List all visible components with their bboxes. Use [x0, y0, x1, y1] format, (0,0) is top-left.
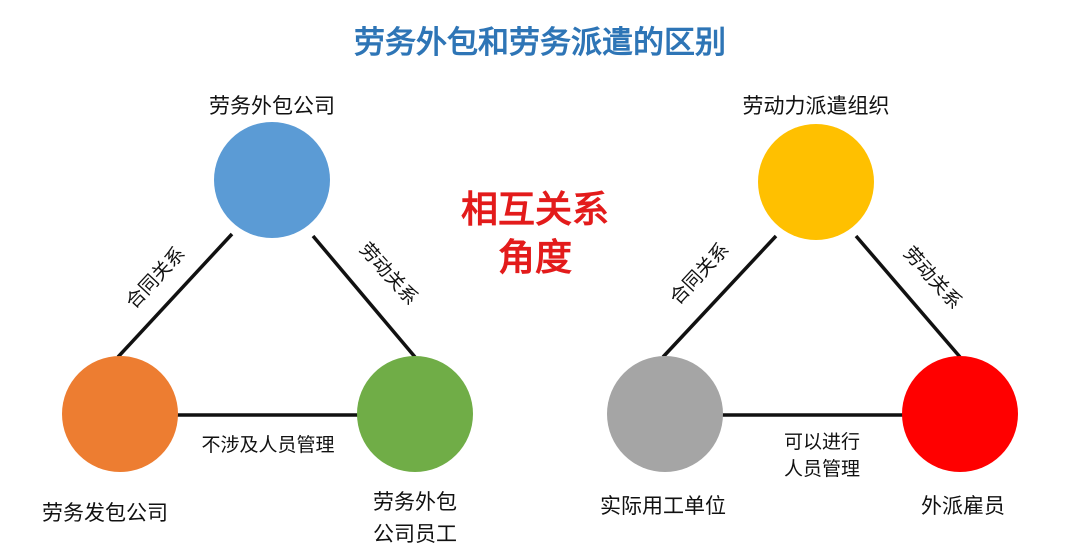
edge-label-right: 劳动关系 [899, 242, 966, 313]
node-employer-unit [607, 356, 723, 472]
edge-line-left [116, 232, 234, 359]
left-node-label: 劳务发包公司 [42, 501, 168, 525]
diagram-title: 劳务外包和劳务派遣的区别 [354, 25, 726, 61]
edge-label-left: 合同关系 [122, 243, 190, 314]
edge-line-right [854, 234, 962, 359]
edge-label-left: 合同关系 [666, 239, 734, 310]
right-node-label-1: 劳务外包 [373, 490, 457, 514]
right-node-label: 外派雇员 [921, 494, 1005, 518]
edge-label-bottom-2: 人员管理 [784, 458, 860, 480]
center-label-line-1: 相互关系 [461, 188, 609, 231]
node-dispatched-employee [902, 356, 1018, 472]
right-node-label-2: 公司员工 [373, 522, 457, 546]
node-dispatch-organization [758, 124, 874, 240]
node-contracting-company [62, 356, 178, 472]
top-node-label: 劳务外包公司 [209, 94, 335, 118]
center-label-line-2: 角度 [498, 236, 572, 279]
left-diagram: 劳务外包公司 劳务发包公司 劳务外包 公司员工 合同关系 劳动关系 不涉及人员管… [42, 94, 473, 546]
edge-label-bottom: 不涉及人员管理 [201, 434, 334, 456]
left-node-label: 实际用工单位 [600, 494, 726, 518]
node-outsourced-employee [357, 356, 473, 472]
edge-line-right [311, 234, 417, 359]
top-node-label: 劳动力派遣组织 [743, 94, 890, 118]
node-outsourcing-company [214, 122, 330, 238]
right-diagram: 劳动力派遣组织 实际用工单位 外派雇员 合同关系 劳动关系 可以进行 人员管理 [600, 94, 1018, 518]
edge-label-bottom-1: 可以进行 [784, 431, 860, 453]
edge-line-left [661, 234, 778, 359]
